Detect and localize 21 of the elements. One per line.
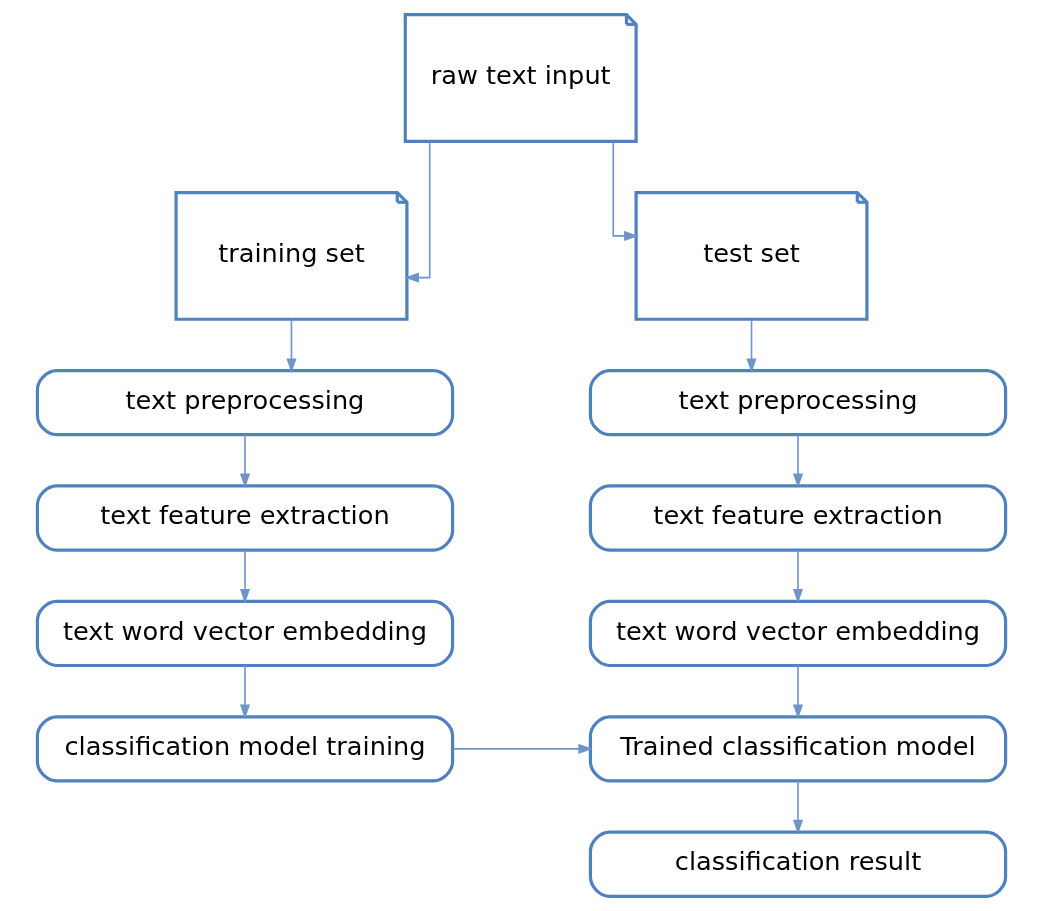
arrow (792, 433, 803, 489)
arrow (611, 140, 638, 241)
arrow (792, 664, 803, 719)
node-box: text word vector embedding (588, 599, 1007, 668)
node-box: Trained classification model (588, 715, 1007, 783)
arrow (792, 549, 803, 604)
arrow (404, 140, 431, 283)
arrow (792, 780, 803, 835)
node-box: classification model training (35, 715, 454, 783)
arrow (745, 318, 757, 373)
arrow (239, 549, 250, 604)
node-box: text feature extraction (35, 484, 454, 552)
arrow (451, 743, 593, 754)
arrow (239, 664, 250, 719)
arrow (285, 318, 297, 373)
node-box: text word vector embedding (35, 599, 454, 668)
node-box: text feature extraction (588, 484, 1007, 552)
node-box: text preprocessing (588, 368, 1007, 437)
arrow (239, 433, 250, 489)
node-box: text preprocessing (35, 368, 454, 437)
node-box: classification result (588, 830, 1007, 898)
